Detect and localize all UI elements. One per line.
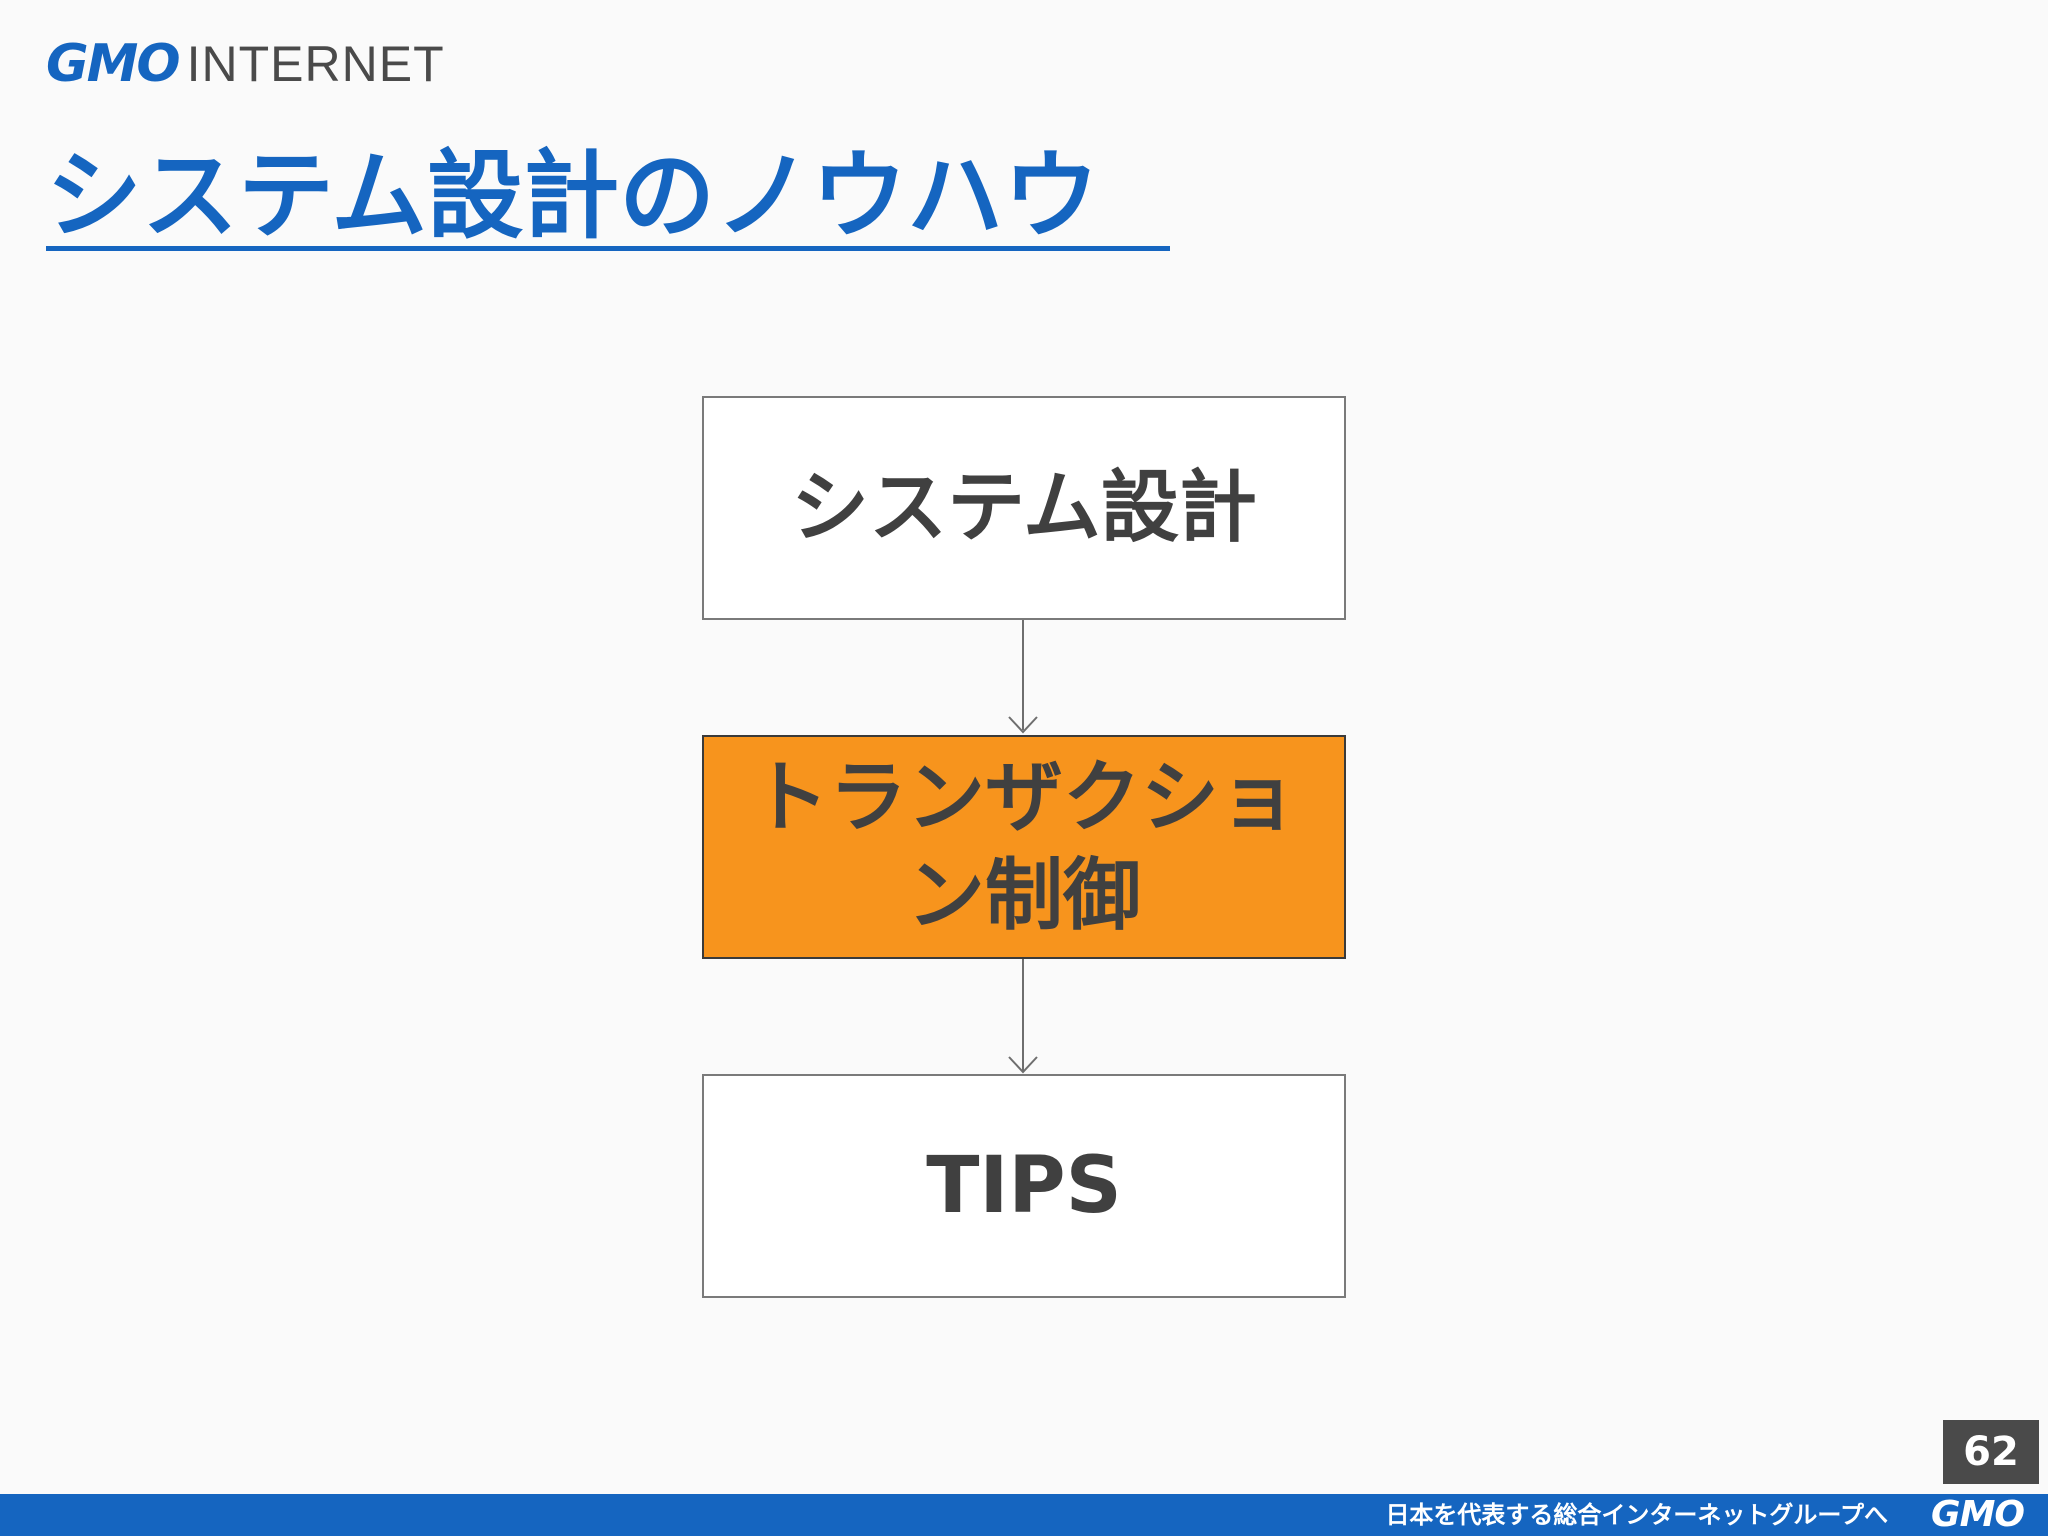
arrow-down-icon [1008, 1056, 1038, 1074]
title-underline [46, 246, 1170, 251]
arrow-down-icon [1008, 716, 1038, 734]
footer-bar: 日本を代表する総合インターネットグループへ GMO [0, 1494, 2048, 1536]
footer-tagline: 日本を代表する総合インターネットグループへ [1385, 1501, 1888, 1529]
gmo-internet-logo: GMO INTERNET [46, 34, 445, 94]
flow-connector-2 [1022, 959, 1024, 1071]
slide-title: システム設計のノウハウ [46, 140, 1100, 252]
footer-gmo-logo: GMO [1931, 1494, 2025, 1535]
flow-connector-1 [1022, 620, 1024, 730]
flow-step-system-design: システム設計 [702, 396, 1346, 620]
flow-step-tips: TIPS [702, 1074, 1346, 1298]
logo-internet-text: INTERNET [186, 36, 445, 92]
logo-gmo-text: GMO [46, 34, 181, 94]
flow-step-transaction-control: トランザクション制御 [702, 735, 1346, 959]
page-number-badge: 62 [1943, 1420, 2039, 1484]
